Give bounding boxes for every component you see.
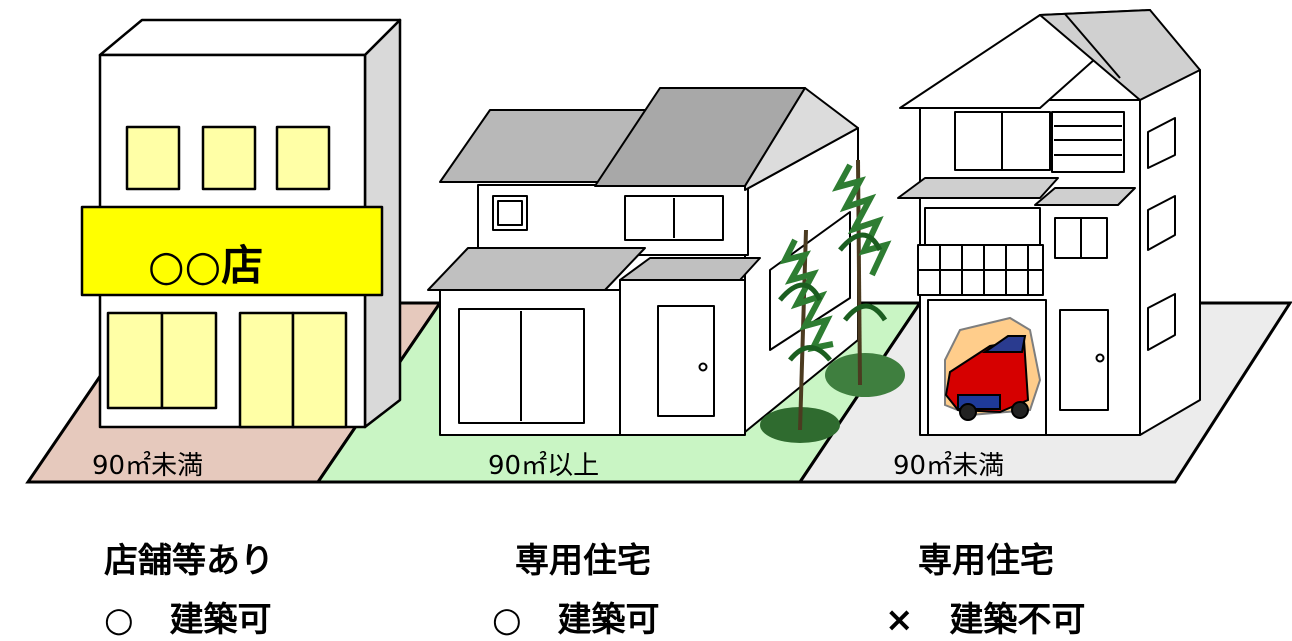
lot-2-status-text: 建築可 bbox=[557, 600, 660, 640]
illustration-scene: 90㎡未満 90㎡以上 90㎡未満 ○○店 bbox=[25, 9, 1292, 484]
lot-2-area-label: 90㎡以上 bbox=[488, 451, 599, 481]
garden-trees bbox=[760, 159, 905, 443]
lot-1-status-mark: ○ bbox=[104, 600, 134, 640]
lot-1-status: ○ 建築可 bbox=[104, 592, 272, 641]
red-car bbox=[944, 316, 1042, 421]
lot-1-type-label: 店舗等あり bbox=[104, 541, 274, 581]
lot-3-status-mark: × bbox=[885, 600, 914, 640]
lot-3-area-label: 90㎡未満 bbox=[893, 451, 1004, 481]
lot-3-status: × 建築不可 bbox=[885, 592, 1085, 641]
lot-3-type-label: 専用住宅 bbox=[918, 541, 1054, 581]
shop-sign-text: ○○店 bbox=[148, 241, 263, 290]
lot-2-status: ○ 建築可 bbox=[492, 592, 660, 641]
lot-2-status-mark: ○ bbox=[492, 600, 522, 640]
lot-1-area-label: 90㎡未満 bbox=[92, 451, 203, 481]
right-house bbox=[897, 9, 1201, 436]
lot-2-type-label: 専用住宅 bbox=[515, 541, 651, 581]
lot-1-status-text: 建築可 bbox=[169, 600, 272, 640]
shop-building bbox=[80, 18, 402, 429]
middle-house bbox=[427, 87, 859, 436]
lot-3-status-text: 建築不可 bbox=[949, 600, 1086, 640]
